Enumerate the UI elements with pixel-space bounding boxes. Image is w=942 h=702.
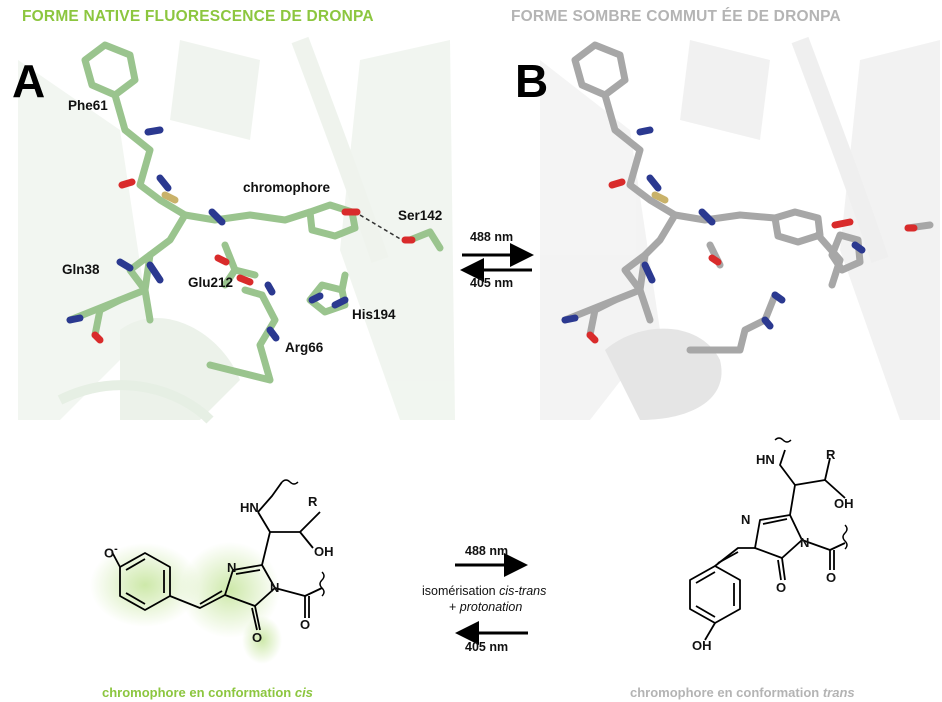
process-cis-trans: cis-trans xyxy=(499,584,547,598)
trans-structure xyxy=(689,449,846,641)
bottom-arrow-405-label: 405 nm xyxy=(465,640,509,654)
cis-o-letter: O xyxy=(104,545,115,561)
panel-a-protein-background xyxy=(18,36,455,424)
trans-n-ring: N xyxy=(741,512,751,527)
cis-carbonyl-o: O xyxy=(252,630,263,645)
panel-letter-b: B xyxy=(515,55,549,107)
label-glu212: Glu212 xyxy=(188,275,234,290)
trans-r: R xyxy=(826,447,836,462)
cis-r: R xyxy=(308,494,318,509)
label-chromophore: chromophore xyxy=(243,180,331,195)
cis-minus: - xyxy=(114,543,118,555)
label-ser142: Ser142 xyxy=(398,208,443,223)
cis-hn: HN xyxy=(240,500,259,515)
label-gln38: Gln38 xyxy=(62,262,100,277)
label-arg66: Arg66 xyxy=(285,340,324,355)
panel-b-heteroatoms xyxy=(561,126,918,344)
bottom-arrow-488-label: 488 nm xyxy=(465,544,509,558)
process-protonation: protonation xyxy=(459,600,523,614)
caption-trans-italic: trans xyxy=(822,685,855,700)
process-line-2: + protonation xyxy=(449,600,522,614)
cis-phenolate-o: O- xyxy=(104,543,118,560)
hydrogen-bond-dash xyxy=(359,214,403,241)
title-native-form: FORME NATIVE FLUORESCENCE DE DRONPA xyxy=(22,8,374,25)
panel-letter-a: A xyxy=(12,55,46,107)
cis-structure xyxy=(111,481,323,631)
cis-amide-o: O xyxy=(300,617,311,632)
trans-carbonyl-o: O xyxy=(776,580,787,595)
trans-amide-o: O xyxy=(826,570,837,585)
trans-oh: OH xyxy=(834,496,854,511)
caption-trans: chromophore en conformation trans xyxy=(630,685,855,700)
title-dark-form: FORME SOMBRE COMMUT ÉE DE DRONPA xyxy=(511,8,841,25)
trans-hn: HN xyxy=(756,452,775,467)
panel-b-sticks xyxy=(561,41,934,354)
cis-oh: OH xyxy=(314,544,334,559)
process-plus: + xyxy=(449,600,460,614)
top-arrow-488-label: 488 nm xyxy=(470,230,514,244)
caption-cis-italic: cis xyxy=(294,685,313,700)
process-prefix: isomérisation xyxy=(422,584,500,598)
caption-trans-text: chromophore en conformation xyxy=(630,685,823,700)
cis-n-amide: N xyxy=(270,580,280,595)
panel-a-heteroatoms xyxy=(66,126,416,344)
caption-cis-text: chromophore en conformation xyxy=(102,685,295,700)
caption-cis: chromophore en conformation cis xyxy=(102,685,313,700)
label-his194: His194 xyxy=(352,307,396,322)
panel-b-protein-background xyxy=(540,36,940,420)
label-phe61: Phe61 xyxy=(68,98,108,113)
trans-n-amide: N xyxy=(800,535,810,550)
trans-phenol-oh: OH xyxy=(692,638,712,653)
top-arrow-405-label: 405 nm xyxy=(470,276,514,290)
cis-n-ring: N xyxy=(227,560,237,575)
process-line-1: isomérisation cis-trans xyxy=(422,584,546,598)
